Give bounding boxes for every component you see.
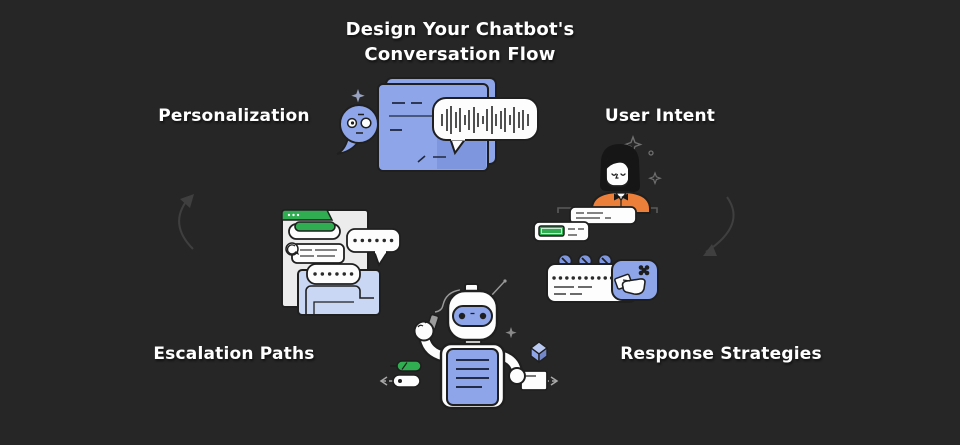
curved-arrow-left-icon — [178, 194, 194, 250]
label-user-intent: User Intent — [604, 106, 716, 126]
pinned-options-card-icon — [546, 253, 659, 303]
cube-icon — [529, 341, 549, 364]
label-escalation-paths: Escalation Paths — [153, 344, 315, 364]
user-avatar-icon — [591, 144, 651, 214]
chat-bubble-face-icon — [336, 104, 379, 155]
robot-icon — [413, 279, 548, 410]
reply-arrow-icon — [285, 242, 299, 256]
curved-arrow-right-icon — [703, 196, 735, 256]
click-hand-icon — [611, 259, 659, 301]
speech-bubble-icon — [533, 206, 637, 242]
escalation-illustration — [281, 209, 401, 316]
page-title: Design Your Chatbot's Conversation Flow — [310, 17, 610, 67]
label-personalization: Personalization — [158, 106, 310, 126]
voice-waveform-icon — [432, 97, 539, 156]
sparkle-icon — [505, 327, 517, 339]
user-intent-illustration — [533, 134, 662, 303]
title-line-2: Conversation Flow — [364, 44, 556, 65]
title-line-1: Design Your Chatbot's — [345, 19, 575, 40]
typing-panel-icon — [297, 263, 381, 316]
conversation-design-illustration — [336, 77, 539, 172]
robot-illustration — [379, 279, 559, 410]
sparkle-icon — [351, 89, 365, 103]
label-response-strategies: Response Strategies — [620, 344, 822, 364]
green-module-icon — [390, 360, 422, 372]
dots-speech-bubble-icon — [346, 228, 401, 268]
circuit-wire-left — [379, 374, 421, 388]
